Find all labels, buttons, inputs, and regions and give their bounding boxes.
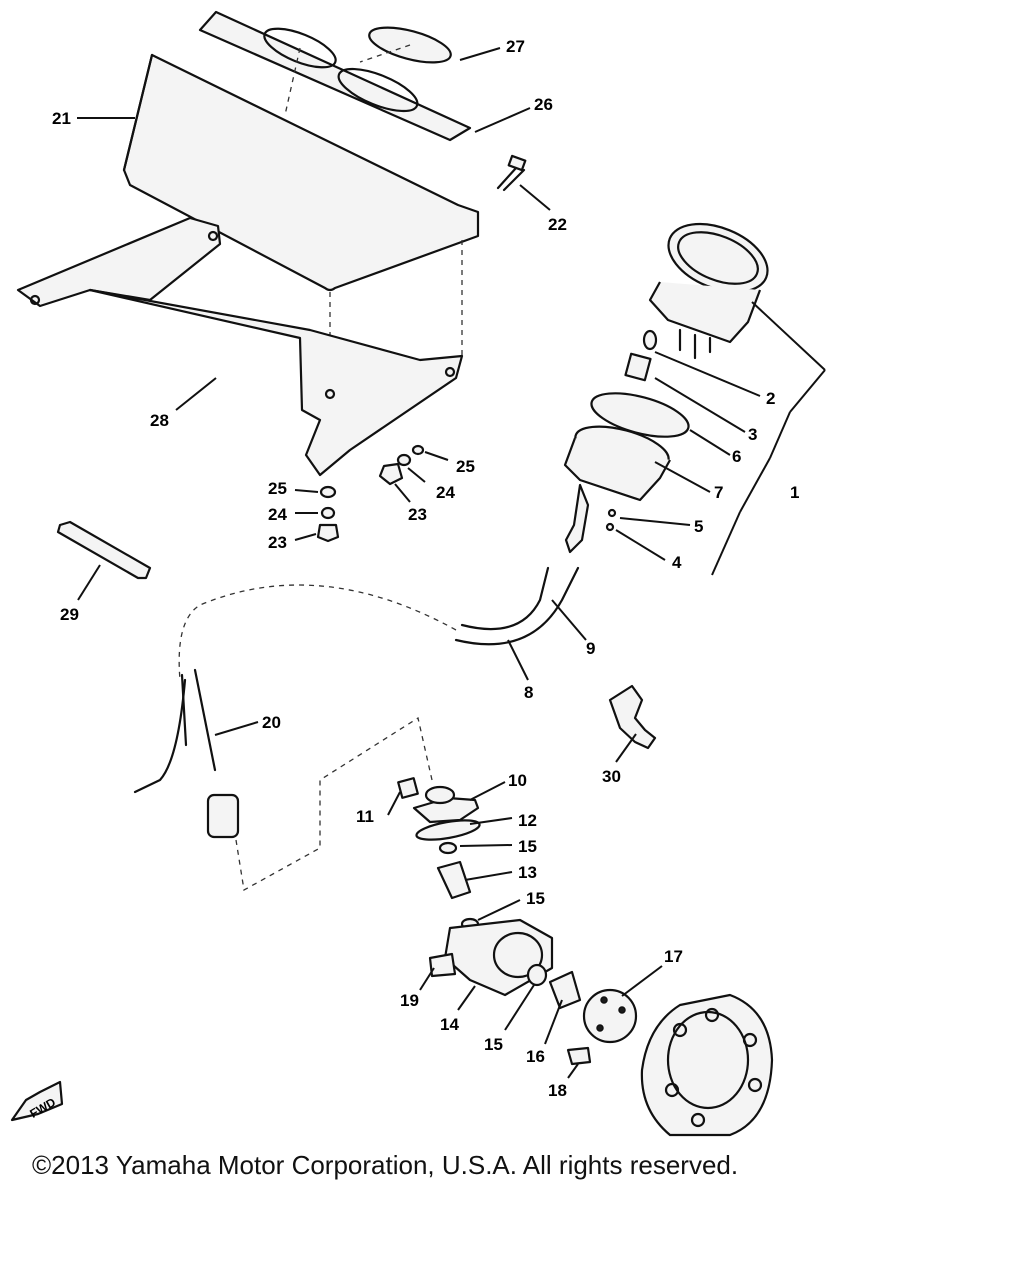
callout-20: 20 xyxy=(262,713,281,732)
part-1-meter-assembly xyxy=(648,222,769,360)
callouts: 21 27 26 22 28 2 3 6 1 7 5 4 25 24 23 25… xyxy=(52,37,799,1100)
callout-4: 4 xyxy=(672,553,682,572)
callout-28: 28 xyxy=(150,411,169,430)
part-22-bolt xyxy=(496,154,527,192)
hub xyxy=(640,993,774,1137)
part-2-3-bulb-socket xyxy=(624,329,658,382)
callout-11: 11 xyxy=(356,807,374,826)
part-30-clip xyxy=(608,684,657,750)
fwd-arrow-icon: FWD xyxy=(10,1080,64,1122)
part-6-7-case xyxy=(563,392,690,554)
callout-15-a: 15 xyxy=(518,837,537,856)
callout-17: 17 xyxy=(664,947,683,966)
callout-7: 7 xyxy=(714,483,723,502)
callout-25-right: 25 xyxy=(456,457,475,476)
callout-15-c: 15 xyxy=(484,1035,503,1054)
callout-26: 26 xyxy=(534,95,553,114)
callout-3: 3 xyxy=(748,425,757,444)
callout-12: 12 xyxy=(518,811,537,830)
part-28-bracket xyxy=(16,216,464,477)
callout-14: 14 xyxy=(440,1015,459,1034)
callout-27: 27 xyxy=(506,37,525,56)
leader-lines xyxy=(77,47,826,1079)
callout-24-left: 24 xyxy=(268,505,287,524)
callout-10: 10 xyxy=(508,771,527,790)
part-29-rod xyxy=(56,520,152,580)
callout-9: 9 xyxy=(586,639,595,658)
callout-23-right: 23 xyxy=(408,505,427,524)
callout-24-right: 24 xyxy=(436,483,455,502)
callout-5: 5 xyxy=(694,517,703,536)
hardware-23-24-25 xyxy=(316,444,425,543)
drive-unit xyxy=(397,777,638,1066)
part-20-cable xyxy=(133,668,433,892)
part-26-meter-panel xyxy=(198,10,472,142)
callout-8: 8 xyxy=(524,683,533,702)
callout-29: 29 xyxy=(60,605,79,624)
callout-30: 30 xyxy=(602,767,621,786)
copyright-notice: ©2013 Yamaha Motor Corporation, U.S.A. A… xyxy=(32,1150,739,1180)
callout-16: 16 xyxy=(526,1047,545,1066)
callout-23-left: 23 xyxy=(268,533,287,552)
callout-15-b: 15 xyxy=(526,889,545,908)
parts-diagram: FWD xyxy=(10,10,826,1137)
callout-22: 22 xyxy=(548,215,567,234)
callout-19: 19 xyxy=(400,991,419,1010)
callout-25-left: 25 xyxy=(268,479,287,498)
callout-6: 6 xyxy=(732,447,741,466)
part-8-9-cables xyxy=(178,566,580,681)
callout-2: 2 xyxy=(766,389,775,408)
callout-1: 1 xyxy=(790,483,799,502)
callout-21: 21 xyxy=(52,109,71,128)
callout-18: 18 xyxy=(548,1081,567,1100)
callout-13: 13 xyxy=(518,863,537,882)
